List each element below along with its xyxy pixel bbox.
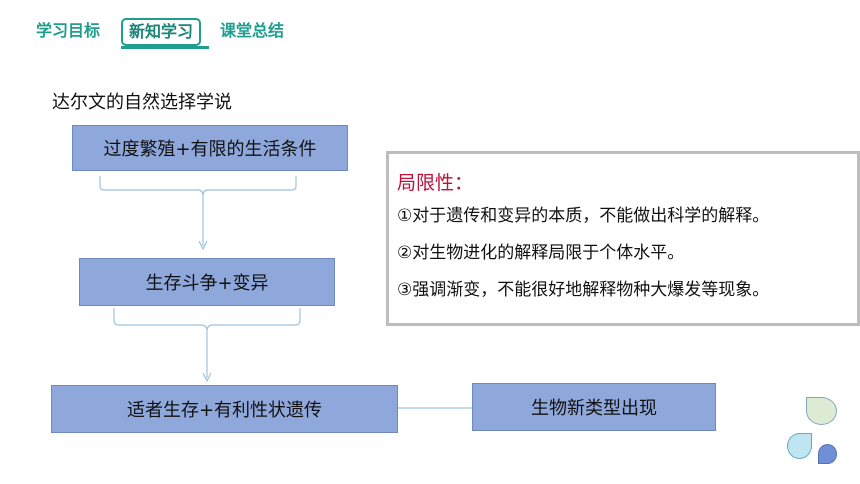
page-heading: 达尔文的自然选择学说	[52, 92, 232, 113]
flow-box-label: 生物新类型出现	[531, 398, 657, 419]
limitation-item: ①对于遗传和变异的本质，不能做出科学的解释。	[397, 206, 770, 226]
leaf-decoration-icon	[806, 397, 837, 425]
bracket-1	[99, 176, 297, 197]
leaf-decoration-icon	[787, 433, 812, 459]
bracket-2	[113, 308, 301, 332]
limitation-item: ③强调渐变，不能很好地解释物种大爆发等现象。	[397, 280, 770, 300]
tab-learning-goals[interactable]: 学习目标	[36, 21, 101, 40]
limitations-panel: 局限性： ①对于遗传和变异的本质，不能做出科学的解释。 ②对生物进化的解释局限于…	[386, 151, 860, 326]
flow-box-label: 过度繁殖+有限的生活条件	[103, 139, 317, 160]
flow-box-new-species: 生物新类型出现	[472, 383, 716, 431]
arrow-1-head	[198, 240, 208, 251]
tab-class-summary[interactable]: 课堂总结	[220, 21, 285, 40]
leaf-decoration-icon	[818, 444, 837, 464]
arrow-2-head	[202, 372, 212, 383]
flow-box-label: 适者生存+有利性状遗传	[126, 400, 323, 421]
active-tab-underline	[121, 46, 209, 49]
flow-box-overproduction: 过度繁殖+有限的生活条件	[72, 125, 348, 171]
tab-new-learning[interactable]: 新知学习	[121, 18, 202, 46]
flow-box-struggle-variation: 生存斗争+变异	[79, 258, 335, 306]
limitation-item: ②对生物进化的解释局限于个体水平。	[397, 243, 685, 263]
flow-box-label: 生存斗争+变异	[145, 273, 269, 294]
flow-box-survival-inheritance: 适者生存+有利性状遗传	[51, 385, 398, 433]
limitations-title: 局限性：	[397, 172, 474, 194]
